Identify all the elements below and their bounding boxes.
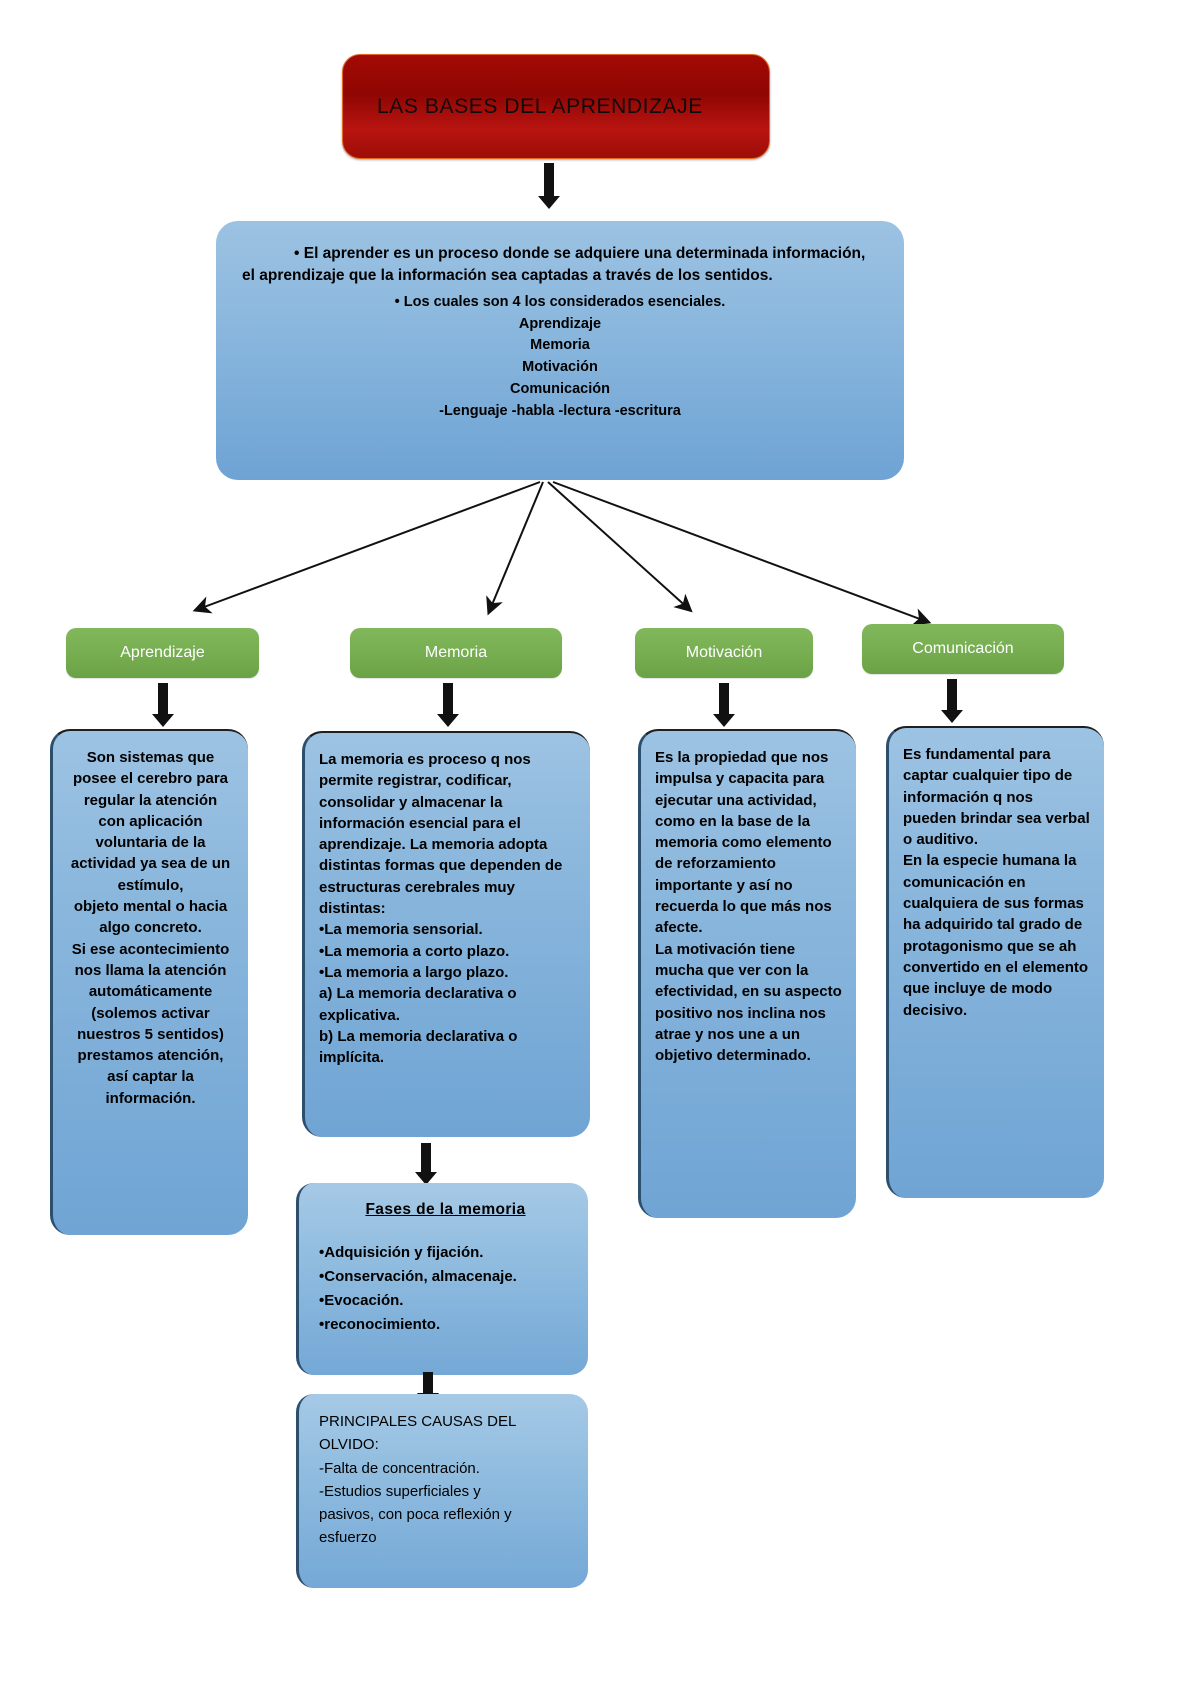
arrow-aprendizaje-to-body — [152, 683, 174, 727]
causes-line: pasivos, con poca reflexión y — [319, 1506, 512, 1523]
body-box-motivacion: Es la propiedad que nos impulsa y capaci… — [638, 729, 856, 1218]
intro-box: • El aprender es un proceso donde se adq… — [216, 221, 904, 480]
arrow-motivacion-to-body — [713, 683, 735, 727]
phases-heading: Fases de la memoria — [365, 1201, 526, 1218]
body-text: Es la propiedad que nos impulsa y capaci… — [655, 749, 842, 1065]
body-box-comunicacion: Es fundamental para captar cualquier tip… — [886, 726, 1104, 1198]
arrow-title-to-intro — [538, 163, 560, 209]
intro-item-4: -Lenguaje -habla -lectura -escritura — [439, 402, 681, 419]
body-text: Son sistemas que posee el cerebro para r… — [70, 749, 231, 1107]
category-label: Comunicación — [912, 640, 1014, 657]
phases-item: •Evocación. — [319, 1292, 404, 1309]
title-label: LAS BASES DEL APRENDIZAJE — [377, 94, 703, 118]
causes-line: -Estudios superficiales y — [319, 1482, 481, 1500]
category-header-motivacion[interactable]: Motivación — [635, 628, 813, 678]
category-label: Aprendizaje — [120, 644, 205, 661]
intro-item-2: Motivación — [522, 359, 598, 376]
causes-line: esfuerzo — [319, 1529, 377, 1547]
phases-item: •reconocimiento. — [319, 1316, 441, 1333]
intro-subtitle: • Los cuales son 4 los considerados esen… — [394, 293, 726, 310]
category-header-aprendizaje[interactable]: Aprendizaje — [66, 628, 259, 678]
category-label: Motivación — [685, 644, 763, 661]
phases-box: Fases de la memoria •Adquisición y fijac… — [296, 1183, 588, 1375]
category-header-comunicacion[interactable]: Comunicación — [862, 624, 1064, 674]
body-box-memoria: La memoria es proceso q nos permite regi… — [302, 731, 590, 1137]
causes-line: OLVIDO: — [319, 1436, 379, 1454]
intro-paragraph: • El aprender es un proceso donde se adq… — [242, 245, 866, 285]
arrow-memoria-to-fases — [415, 1143, 437, 1185]
arrow-comunicacion-to-body — [941, 679, 963, 723]
body-box-aprendizaje: Son sistemas que posee el cerebro para r… — [50, 729, 248, 1235]
phases-item: •Conservación, almacenaje. — [319, 1268, 517, 1285]
causes-line: -Falta de concentración. — [319, 1459, 480, 1477]
intro-item-1: Memoria — [530, 337, 590, 354]
body-text: Es fundamental para captar cualquier tip… — [903, 746, 1090, 1019]
title-box: LAS BASES DEL APRENDIZAJE — [342, 54, 770, 159]
category-label: Memoria — [424, 644, 488, 661]
phases-item: •Adquisición y fijación. — [319, 1244, 484, 1261]
intro-item-3: Comunicación — [510, 380, 610, 397]
body-text: La memoria es proceso q nos permite regi… — [319, 751, 563, 1067]
category-header-memoria[interactable]: Memoria — [350, 628, 562, 678]
intro-item-0: Aprendizaje — [518, 315, 602, 332]
causes-box: PRINCIPALES CAUSAS DEL OLVIDO: -Falta de… — [296, 1394, 588, 1588]
arrow-memoria-to-body — [437, 683, 459, 727]
causes-line: PRINCIPALES CAUSAS DEL — [319, 1413, 517, 1430]
